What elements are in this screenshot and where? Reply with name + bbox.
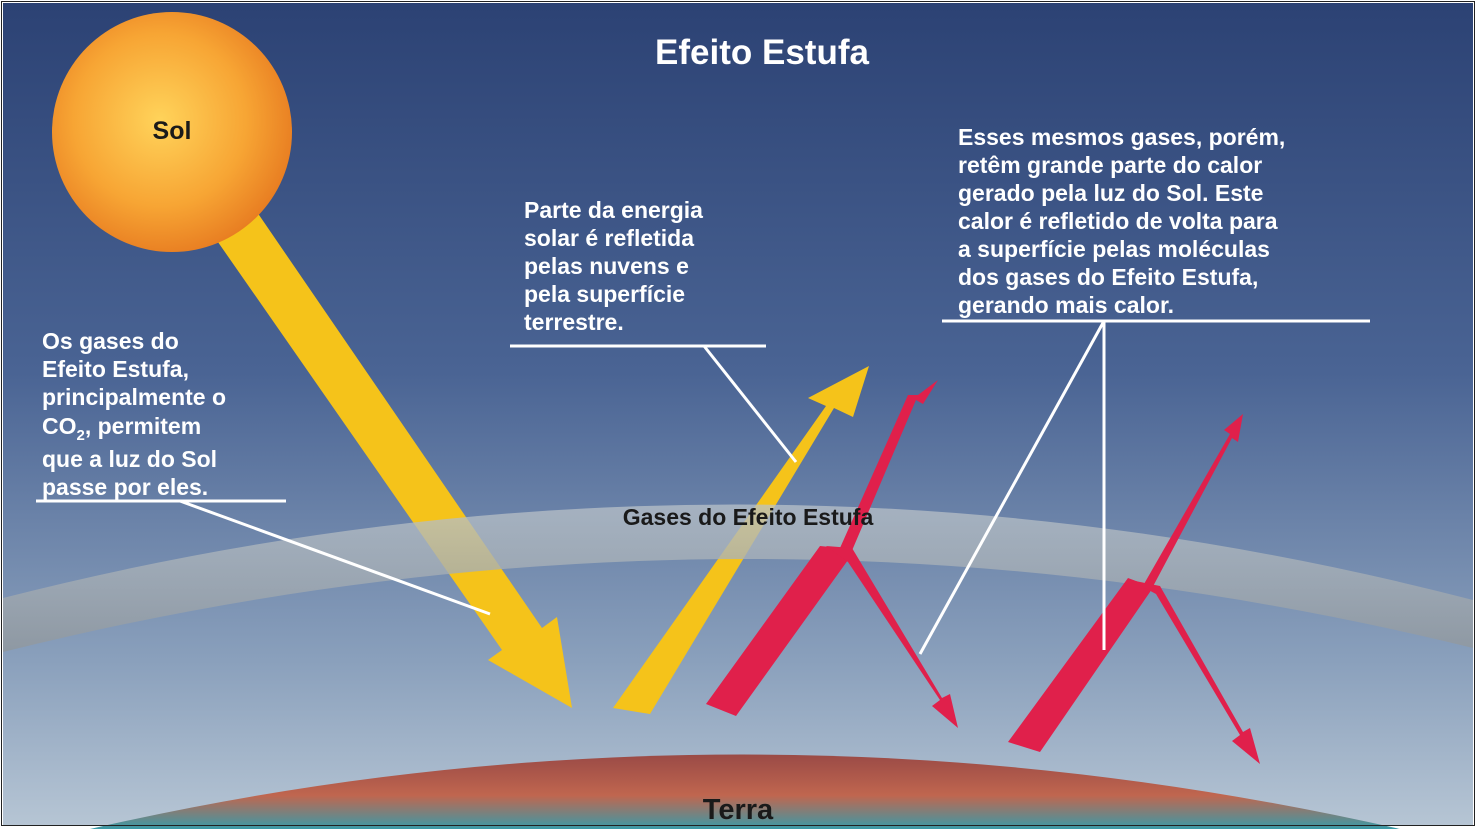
heat-arrow-back-1 [826,546,958,728]
sun [52,12,292,252]
heat-arrow-group-1 [706,380,958,728]
middle-note-pointer [702,345,798,463]
left-note-line-5: que a luz do Sol [42,446,217,472]
co2-prefix: CO [42,413,77,439]
left-note-line-6: passe por eles. [42,474,208,500]
middle-note-line-1: Parte da energia [524,197,703,223]
earth-surface [90,754,1400,829]
earth-label: Terra [703,794,774,826]
heat-arrow-group-2 [1008,414,1260,764]
diagram-title: Efeito Estufa [655,33,869,72]
right-note-line-2: retêm grande parte do calor [958,152,1262,178]
left-note-line-4: CO2, permitem [42,413,201,444]
incoming-sunlight-arrow [204,196,572,708]
right-note-line-1: Esses mesmos gases, porém, [958,124,1285,150]
left-note-line-3: principalmente o [42,384,226,410]
heat-arrow-up-2 [1008,414,1243,752]
left-note: Os gases do Efeito Estufa, principalment… [42,328,226,500]
middle-note-line-2: solar é refletida [524,225,694,251]
heat-arrow-back-2 [1130,580,1260,764]
right-note-line-4: calor é refletido de volta para [958,208,1278,234]
right-note-line-3: gerado pela luz do Sol. Este [958,180,1263,206]
gas-layer-label: Gases do Efeito Estufa [623,504,874,530]
left-note-line-4-suffix: , permitem [85,413,201,439]
sun-label: Sol [153,117,192,145]
heat-arrow-up-1 [706,380,938,716]
middle-note-line-4: pela superfície [524,281,685,307]
middle-note-line-5: terrestre. [524,309,624,335]
right-note-line-7: gerando mais calor. [958,292,1174,318]
left-note-line-1: Os gases do [42,328,179,354]
co2-subscript: 2 [77,427,85,444]
right-note-line-5: a superfície pelas moléculas [958,236,1270,262]
left-note-pointer [179,499,491,616]
middle-note-line-3: pelas nuvens e [524,253,689,279]
right-note-pointer-1 [918,320,1106,655]
left-note-line-2: Efeito Estufa, [42,356,189,382]
right-note: Esses mesmos gases, porém, retêm grande … [958,124,1285,318]
right-note-line-6: dos gases do Efeito Estufa, [958,264,1258,290]
middle-note: Parte da energia solar é refletida pelas… [524,197,703,335]
